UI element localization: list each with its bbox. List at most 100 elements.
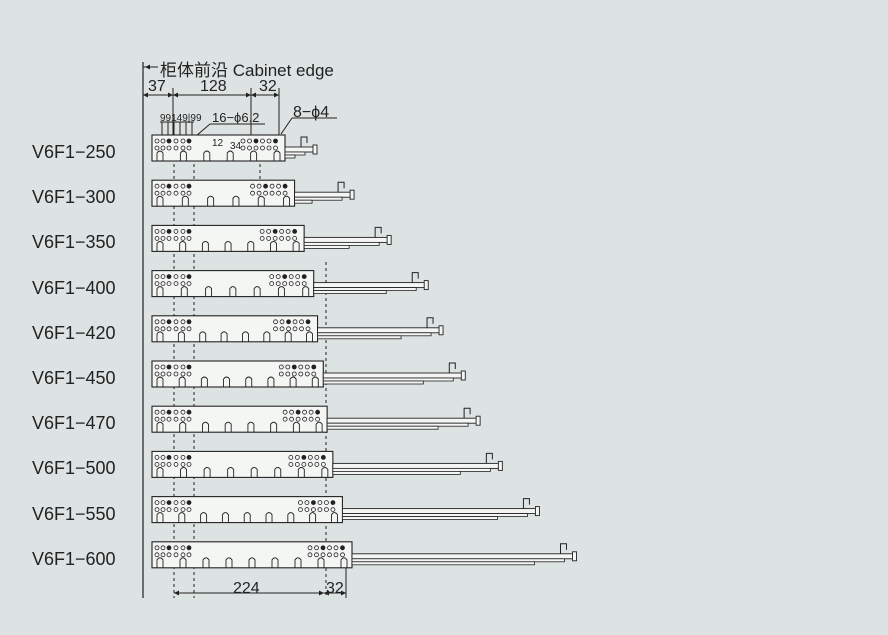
slide-slot bbox=[203, 150, 211, 161]
mount-hole bbox=[285, 371, 291, 377]
dim-bottom-32: 32 bbox=[326, 580, 344, 597]
mount-hole bbox=[288, 274, 294, 280]
mount-hole bbox=[320, 454, 326, 460]
mount-hole bbox=[333, 545, 339, 551]
slide-slot bbox=[243, 512, 251, 523]
mount-hole bbox=[160, 281, 166, 287]
mount-hole bbox=[160, 371, 166, 377]
mount-hole bbox=[285, 364, 291, 370]
mount-hole bbox=[340, 545, 345, 551]
mount-hole bbox=[279, 326, 285, 332]
mount-hole bbox=[305, 319, 311, 325]
dim-top-37: 37 bbox=[148, 78, 166, 95]
slide-slot bbox=[200, 376, 208, 387]
mount-hole bbox=[173, 190, 179, 196]
mount-hole bbox=[173, 364, 179, 370]
mount-hole bbox=[186, 545, 192, 551]
mount-hole bbox=[180, 326, 186, 332]
mount-hole bbox=[154, 145, 160, 151]
slide-hook bbox=[463, 407, 471, 419]
mount-hole bbox=[166, 281, 172, 287]
slide-slot bbox=[302, 286, 310, 297]
drawer-slide bbox=[151, 315, 444, 343]
mount-hole bbox=[173, 409, 179, 415]
slide-slot bbox=[179, 240, 187, 252]
mount-hole bbox=[275, 274, 281, 280]
model-label: V6F1−500 bbox=[32, 458, 116, 479]
mount-hole bbox=[330, 507, 336, 513]
mount-hole bbox=[173, 371, 179, 377]
slide-hook bbox=[300, 136, 308, 147]
slide-rail-middle bbox=[284, 151, 306, 156]
mount-hole bbox=[289, 416, 295, 422]
slide-slot bbox=[221, 512, 229, 523]
mount-hole bbox=[173, 454, 179, 460]
mount-hole bbox=[154, 545, 160, 551]
mount-hole bbox=[301, 274, 307, 280]
mount-hole bbox=[314, 454, 320, 460]
slide-rail-middle bbox=[342, 513, 528, 517]
slide-end-cap bbox=[475, 415, 481, 426]
slide-slot bbox=[156, 286, 164, 297]
model-label: V6F1−250 bbox=[32, 142, 116, 162]
mount-hole bbox=[304, 500, 310, 506]
slide-slot bbox=[179, 421, 187, 433]
mount-hole bbox=[273, 138, 278, 144]
mount-hole bbox=[154, 364, 160, 370]
slide-slot bbox=[270, 421, 278, 433]
mount-hole bbox=[166, 235, 172, 241]
mount-hole bbox=[294, 461, 300, 467]
mount-hole bbox=[253, 138, 259, 144]
slide-end-cap bbox=[386, 234, 392, 245]
mount-hole bbox=[282, 274, 288, 280]
mount-hole bbox=[263, 183, 268, 189]
mount-hole bbox=[282, 183, 288, 189]
mount-hole bbox=[317, 507, 323, 513]
slide-rail-middle bbox=[351, 558, 565, 563]
slide-rail-upper bbox=[313, 282, 427, 289]
mount-hole bbox=[269, 190, 275, 196]
mount-hole bbox=[154, 138, 160, 144]
mount-hole bbox=[324, 507, 329, 513]
mount-hole bbox=[307, 454, 313, 460]
mount-hole bbox=[282, 416, 288, 422]
mount-hole bbox=[166, 364, 172, 370]
mount-hole bbox=[186, 145, 192, 151]
slide-slot bbox=[229, 286, 237, 297]
mount-hole bbox=[180, 545, 186, 551]
mount-hole bbox=[173, 281, 179, 287]
mount-hole bbox=[247, 145, 252, 151]
mount-hole bbox=[311, 507, 316, 513]
slide-rail-middle bbox=[303, 241, 380, 246]
mount-hole bbox=[173, 416, 179, 422]
mount-hole bbox=[160, 228, 166, 234]
dim-top-128: 128 bbox=[200, 78, 227, 95]
slide-slot bbox=[250, 466, 258, 478]
mount-hole bbox=[166, 274, 172, 280]
slide-rail-upper bbox=[326, 417, 479, 424]
slide-slot bbox=[156, 150, 164, 161]
dim-bottom-224: 224 bbox=[233, 580, 260, 597]
slide-rail-lower bbox=[351, 561, 535, 566]
mount-hole bbox=[260, 145, 265, 151]
slide-rail-middle bbox=[313, 287, 417, 292]
slide-rail-lower bbox=[332, 470, 461, 475]
dimension-arrow bbox=[173, 92, 178, 98]
slide-rail-upper bbox=[284, 146, 316, 153]
slide-slot bbox=[306, 331, 313, 342]
mount-hole bbox=[154, 454, 160, 460]
slide-rail-upper bbox=[317, 327, 442, 334]
slide-slot bbox=[179, 150, 187, 161]
mount-hole bbox=[160, 409, 166, 415]
slide-slot bbox=[180, 286, 188, 297]
mount-hole bbox=[173, 228, 179, 234]
mount-hole bbox=[173, 500, 179, 506]
mount-hole bbox=[160, 416, 166, 422]
dimension-arrow bbox=[145, 64, 150, 70]
mount-hole bbox=[173, 326, 179, 332]
slide-slot bbox=[297, 466, 305, 478]
mount-hole bbox=[160, 326, 166, 332]
slide-slot bbox=[180, 466, 188, 478]
slide-slot bbox=[181, 195, 189, 207]
